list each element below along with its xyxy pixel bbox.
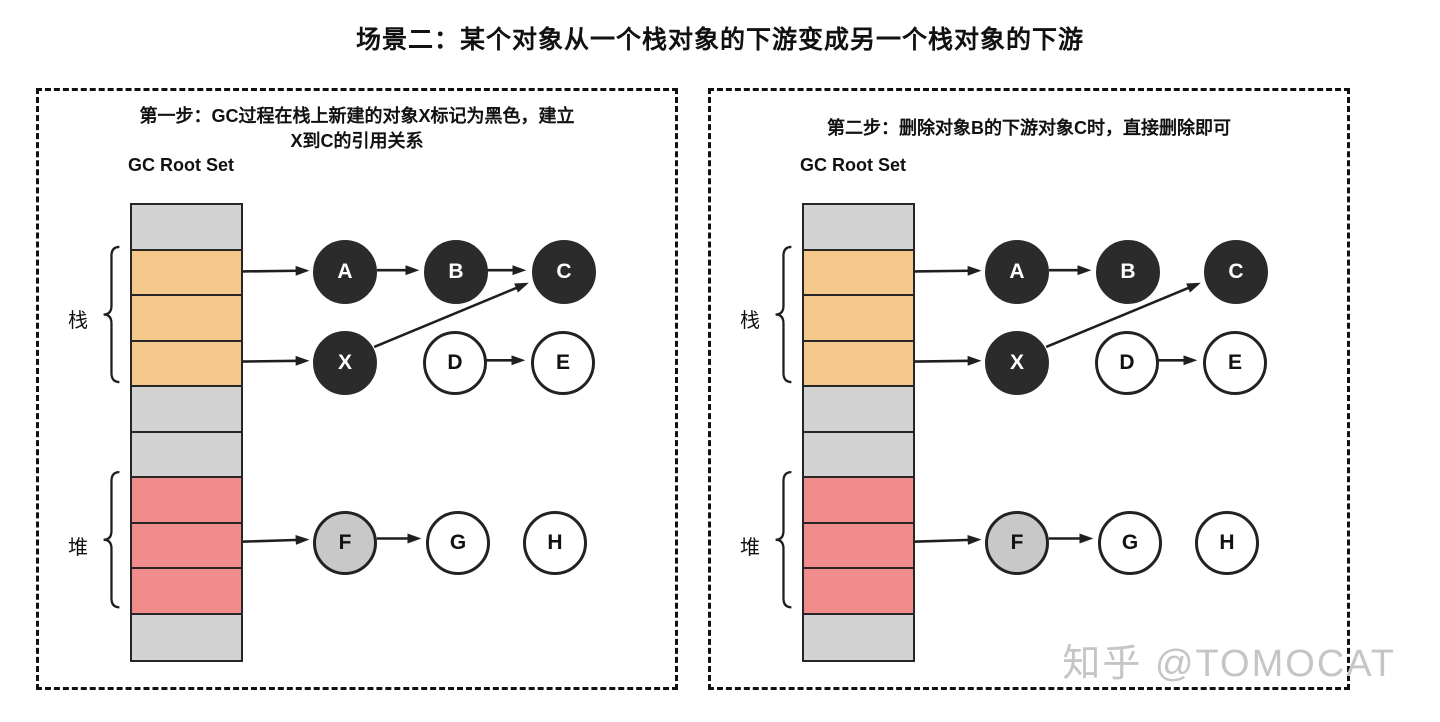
memory-cell-orange bbox=[132, 341, 241, 387]
arrow-cell-3-to-X bbox=[913, 355, 982, 366]
arrow-cell-7-to-F bbox=[913, 535, 982, 545]
arrow-X-to-C bbox=[1045, 282, 1201, 349]
stack-label-brace bbox=[775, 245, 792, 384]
heap-label: 堆 bbox=[68, 537, 88, 560]
arrows-layer bbox=[775, 245, 1201, 609]
watermark: 知乎 @TOMOCAT bbox=[1062, 643, 1396, 685]
node-E: E bbox=[531, 331, 595, 395]
node-H: H bbox=[1195, 511, 1259, 575]
node-F: F bbox=[313, 511, 377, 575]
node-A: A bbox=[313, 240, 377, 304]
arrow-cell-7-to-F bbox=[241, 535, 310, 545]
caption-line: 第一步：GC过程在栈上新建的对象X标记为黑色，建立 bbox=[139, 105, 575, 126]
caption-line: 第二步：删除对象B的下游对象C时，直接删除即可 bbox=[827, 118, 1231, 139]
panel-caption: 第一步：GC过程在栈上新建的对象X标记为黑色，建立 X到C的引用关系 bbox=[39, 99, 675, 159]
node-G: G bbox=[1098, 511, 1162, 575]
caption-line: X到C的引用关系 bbox=[290, 131, 424, 151]
stack-label: 栈 bbox=[740, 309, 760, 332]
memory-cell-orange bbox=[132, 296, 241, 342]
memory-cell-pink bbox=[804, 523, 913, 569]
arrow-cell-1-to-A bbox=[913, 265, 982, 276]
memory-cell-orange bbox=[804, 250, 913, 296]
memory-cell-gray bbox=[132, 432, 241, 478]
heap-label-brace bbox=[103, 471, 120, 609]
memory-cell-orange bbox=[804, 296, 913, 342]
memory-column bbox=[130, 203, 243, 662]
page-title: 场景二：某个对象从一个栈对象的下游变成另一个栈对象的下游 bbox=[355, 26, 1084, 54]
node-E: E bbox=[1203, 331, 1267, 395]
memory-cell-pink bbox=[132, 523, 241, 569]
arrow-cell-1-to-A bbox=[241, 265, 310, 276]
panel-step-1: 第一步：GC过程在栈上新建的对象X标记为黑色，建立 X到C的引用关系 GC Ro… bbox=[36, 88, 678, 690]
node-B: B bbox=[1096, 240, 1160, 304]
node-A: A bbox=[985, 240, 1049, 304]
node-D: D bbox=[423, 331, 487, 395]
arrow-X-to-C bbox=[373, 282, 529, 349]
node-H: H bbox=[523, 511, 587, 575]
memory-cell-gray bbox=[804, 432, 913, 478]
panel-caption: 第二步：删除对象B的下游对象C时，直接删除即可 bbox=[711, 99, 1347, 159]
memory-cell-pink bbox=[804, 478, 913, 524]
stack-label: 栈 bbox=[68, 309, 88, 332]
arrow-cell-3-to-X bbox=[241, 355, 310, 366]
node-C: C bbox=[532, 240, 596, 304]
memory-cell-pink bbox=[132, 478, 241, 524]
stack-label-brace bbox=[103, 245, 120, 384]
arrows-layer bbox=[103, 245, 529, 609]
memory-cell-gray bbox=[804, 387, 913, 433]
memory-cell-gray bbox=[804, 205, 913, 251]
node-G: G bbox=[426, 511, 490, 575]
memory-cell-gray bbox=[804, 614, 913, 660]
heap-label-brace bbox=[775, 471, 792, 609]
memory-cell-gray bbox=[132, 205, 241, 251]
node-X: X bbox=[313, 331, 377, 395]
node-C: C bbox=[1204, 240, 1268, 304]
memory-cell-orange bbox=[804, 341, 913, 387]
node-D: D bbox=[1095, 331, 1159, 395]
node-B: B bbox=[424, 240, 488, 304]
gc-root-set-label: GC Root Set bbox=[800, 155, 906, 175]
heap-label: 堆 bbox=[740, 537, 760, 560]
memory-cell-gray bbox=[132, 387, 241, 433]
node-X: X bbox=[985, 331, 1049, 395]
memory-cell-orange bbox=[132, 250, 241, 296]
memory-cell-gray bbox=[132, 614, 241, 660]
memory-column bbox=[802, 203, 915, 662]
node-F: F bbox=[985, 511, 1049, 575]
gc-root-set-label: GC Root Set bbox=[128, 155, 234, 175]
memory-cell-pink bbox=[804, 569, 913, 615]
memory-cell-pink bbox=[132, 569, 241, 615]
